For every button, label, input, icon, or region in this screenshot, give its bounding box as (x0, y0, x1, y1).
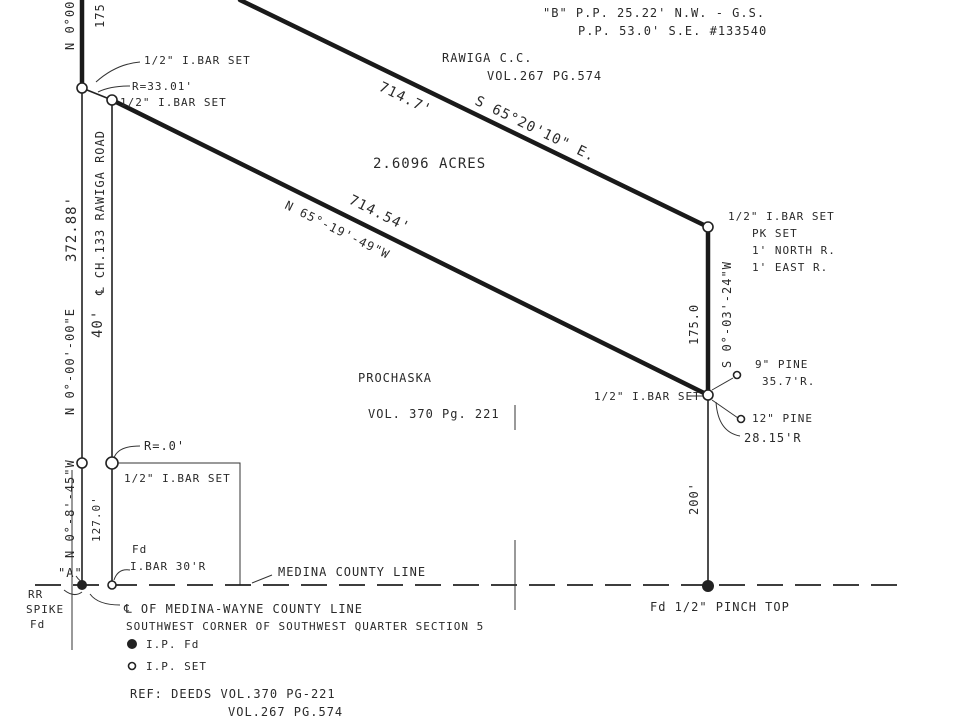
north-line-distance: 714.7' (376, 79, 434, 118)
pk-set-label: PK SET (752, 227, 798, 240)
reference-label-2: VOL.267 PG.574 (228, 705, 343, 719)
east-line-bearing: S 0°-03'-24"W (720, 261, 734, 368)
monument-se (702, 389, 714, 401)
r-nw-leader (97, 85, 131, 93)
pine-12-label: 12" PINE (752, 412, 813, 425)
bar-set-sw-label: 1/2" I.BAR SET (124, 472, 231, 485)
legend-ipset-symbol (127, 661, 137, 671)
road-width: 40' (90, 310, 106, 338)
legend-ipfd-label: I.P. Fd (146, 638, 199, 651)
monument-sw (76, 457, 88, 469)
west-low-bearing: N 0°-8'-45"W (63, 459, 77, 558)
west-top-bearing: N 0°00' (63, 0, 77, 50)
bar-30-label: I.BAR 30'R (130, 560, 206, 573)
small-lot-outline (112, 462, 241, 585)
r-nw-label: R=33.01' (132, 80, 193, 93)
rr-spike-label-2: SPIKE (26, 603, 64, 616)
south-line-distance: 714.54' (346, 192, 412, 236)
reference-label: REF: DEEDS VOL.370 PG-221 (130, 687, 336, 701)
west-mid-distance: 372.88' (64, 196, 80, 262)
prochaska-owner: PROCHASKA (358, 371, 432, 385)
area-label: 2.6096 ACRES (373, 156, 486, 172)
west-low-distance: 127.0' (90, 496, 103, 542)
pk-north-label: 1' NORTH R. (752, 244, 836, 257)
point-b-note-2: P.P. 53.0' S.E. #133540 (578, 24, 767, 38)
point-b-note: "B" P.P. 25.22' N.W. - G.S. (543, 6, 765, 20)
pinch-top-label: Fd 1/2" PINCH TOP (650, 600, 790, 614)
prochaska-deed: VOL. 370 Pg. 221 (368, 407, 500, 421)
west-mid-bearing: N 0°-00'-00"E (63, 308, 77, 415)
north-boundary-line (237, 0, 711, 230)
bar-set-nw-label: 1/2" I.BAR SET (144, 54, 251, 67)
monument-a (77, 580, 87, 590)
point-a-label: "A" (58, 566, 83, 580)
pine-9-marker (732, 370, 742, 380)
rawiga-owner: RAWIGA C.C. (442, 51, 532, 65)
pine-12-marker (736, 414, 746, 424)
monument-nw2 (106, 94, 118, 106)
west-top-distance: 175 (93, 3, 107, 28)
monument-bar30 (107, 580, 117, 590)
monument-pinch (702, 580, 714, 592)
corner-note-label: SOUTHWEST CORNER OF SOUTHWEST QUARTER SE… (126, 620, 484, 633)
monument-nw (76, 82, 88, 94)
fd-label: Fd (132, 543, 147, 556)
pinch-leader (89, 593, 121, 606)
pk-east-label: 1' EAST R. (752, 261, 828, 274)
county-line-leader (251, 574, 273, 584)
pine-9-label: 9" PINE (755, 358, 808, 371)
pine-12-distance: 28.15'R (744, 431, 802, 445)
bar30-leader (113, 569, 131, 581)
pine-12-dist-leader (715, 401, 741, 437)
north-line-bearing: S 65°20'10" E. (472, 93, 598, 165)
rr-spike-label-3: Fd (30, 618, 45, 631)
spike-leader (63, 589, 83, 596)
monument-ne (702, 221, 714, 233)
county-line-label: MEDINA COUNTY LINE (278, 565, 426, 579)
pine-9-leader (711, 377, 734, 391)
legend-ipset-label: I.P. SET (146, 660, 207, 673)
south-boundary-line (109, 97, 711, 398)
rawiga-deed: VOL.267 PG.574 (487, 69, 602, 83)
r-sw-label: R=.0' (144, 439, 185, 453)
r-sw-leader (113, 445, 141, 459)
county-center-label: ℄ OF MEDINA-WAYNE COUNTY LINE (123, 602, 363, 616)
bar-set-se-label: 1/2" I.BAR SET (594, 390, 701, 403)
bar-set-ne-label: 1/2" I.BAR SET (728, 210, 835, 223)
bar-nw-leader (95, 61, 141, 83)
bar-set-nw2-label: 1/2" I.BAR SET (120, 96, 227, 109)
legend-ipfd-symbol (127, 639, 137, 649)
road-name: ℄ CH.133 RAWIGA ROAD (93, 130, 107, 296)
east-lower-distance: 200' (687, 482, 701, 515)
rr-spike-label: RR (28, 588, 43, 601)
monument-sw2 (105, 456, 119, 470)
east-line-distance: 175.0 (687, 304, 701, 345)
pine-9-distance: 35.7'R. (762, 375, 815, 388)
